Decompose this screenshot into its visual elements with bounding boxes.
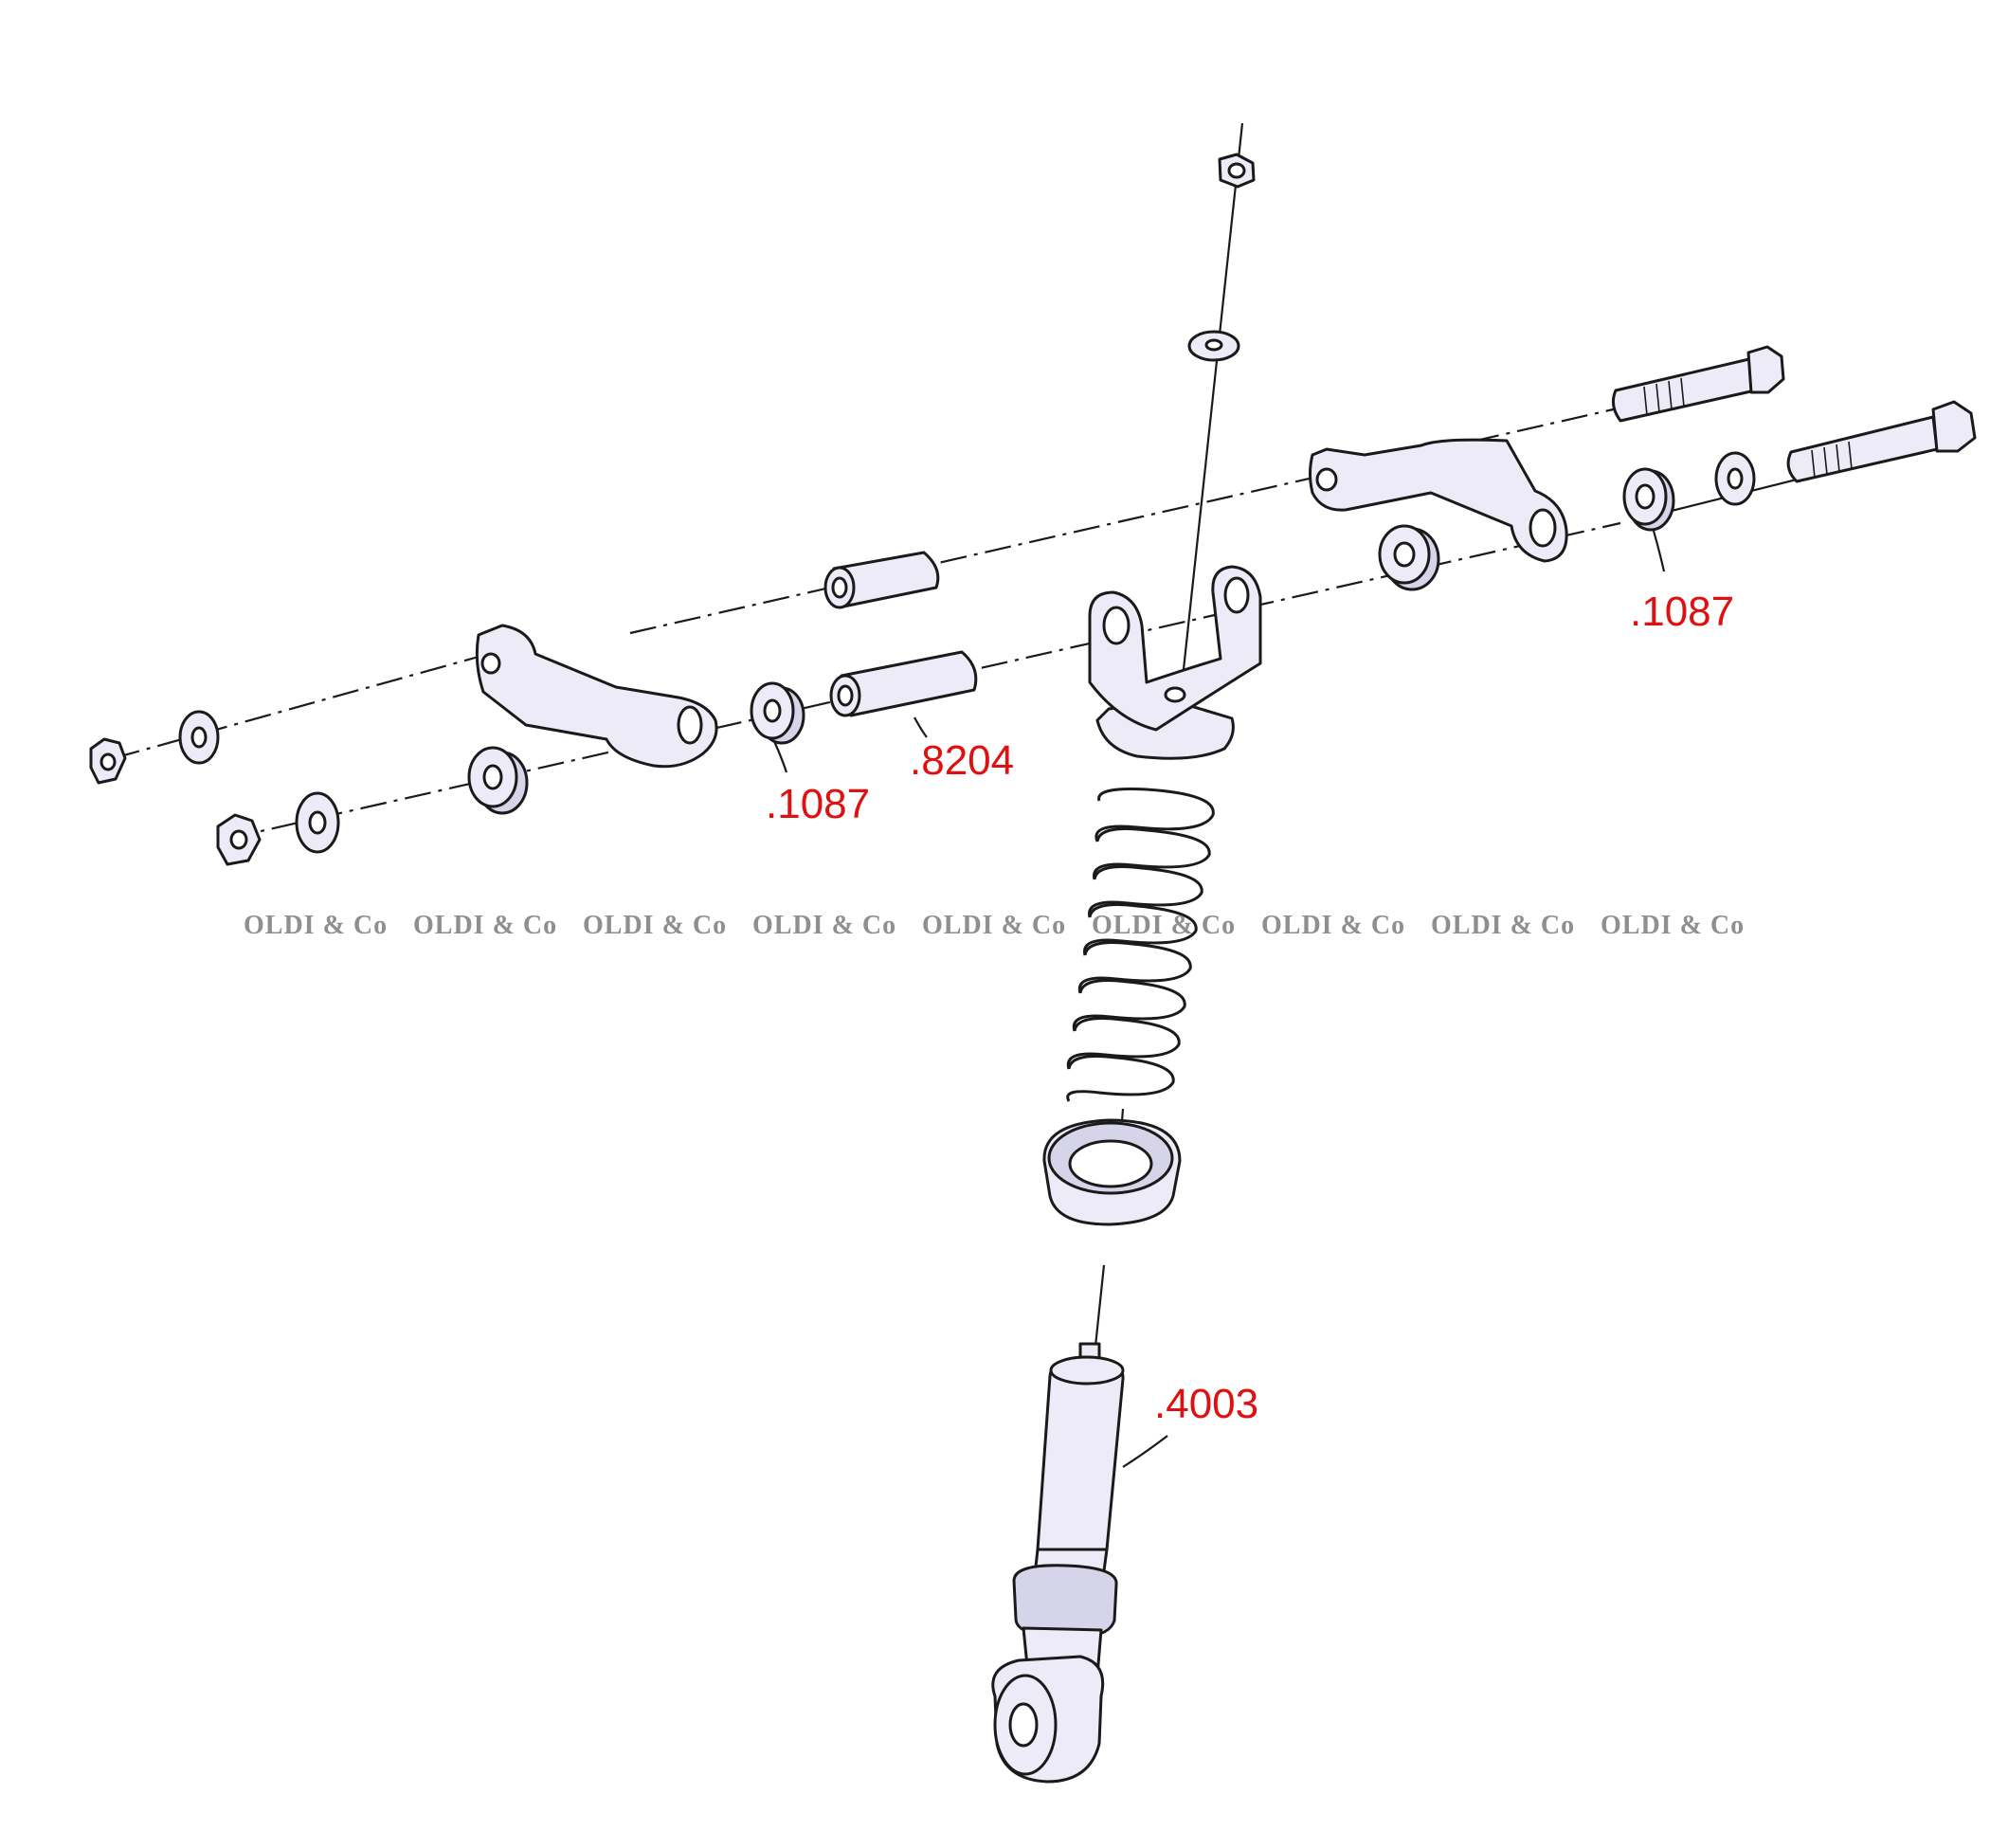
upper-left-nut: [89, 737, 127, 785]
left-lever-arm: [475, 624, 718, 769]
callout-left-bushing: .1087: [766, 781, 870, 827]
upper-left-washer: [178, 710, 220, 765]
watermark-text: OLDI & Co: [583, 911, 727, 940]
coil-spring: [1066, 788, 1215, 1102]
watermark-text: OLDI & Co: [1261, 911, 1405, 940]
left-sleeve: [829, 650, 978, 717]
lower-right-bolt: [1786, 400, 1977, 483]
callout-right-bushing: .1087: [1630, 589, 1734, 635]
watermark-text: OLDI & Co: [922, 911, 1066, 940]
watermark-text: OLDI & Co: [752, 911, 896, 940]
lower-left-bushing: [467, 746, 529, 815]
watermark-text: OLDI & Co: [1431, 911, 1575, 940]
watermark-text: OLDI & Co: [244, 911, 388, 940]
callout-shock-absorber: .4003: [1154, 1381, 1258, 1427]
top-nut: [1218, 153, 1256, 189]
lower-left-washer: [295, 791, 340, 854]
watermark-text: OLDI & Co: [1601, 911, 1745, 940]
callout-left-sleeve: .8204: [910, 737, 1014, 784]
watermark-row: OLDI & Co OLDI & Co OLDI & Co OLDI & Co OLDI…: [244, 911, 1745, 940]
right-bushing: [1622, 467, 1675, 532]
lower-left-nut: [216, 813, 262, 866]
watermark-text: OLDI & Co: [1092, 911, 1236, 940]
center-right-bushing: [1378, 524, 1440, 591]
upper-right-bolt: [1611, 345, 1785, 423]
watermark-text: OLDI & Co: [413, 911, 557, 940]
left-bushing: [750, 681, 805, 745]
leader-lines: [772, 530, 1666, 1468]
right-lever-arm: [1309, 438, 1568, 563]
shock-absorber: [991, 1342, 1125, 1784]
top-washer: [1187, 330, 1240, 362]
upper-sleeve: [823, 551, 940, 609]
center-yoke-bracket: [1088, 565, 1262, 760]
spring-seat: [1042, 1118, 1182, 1226]
right-washer: [1714, 451, 1756, 506]
